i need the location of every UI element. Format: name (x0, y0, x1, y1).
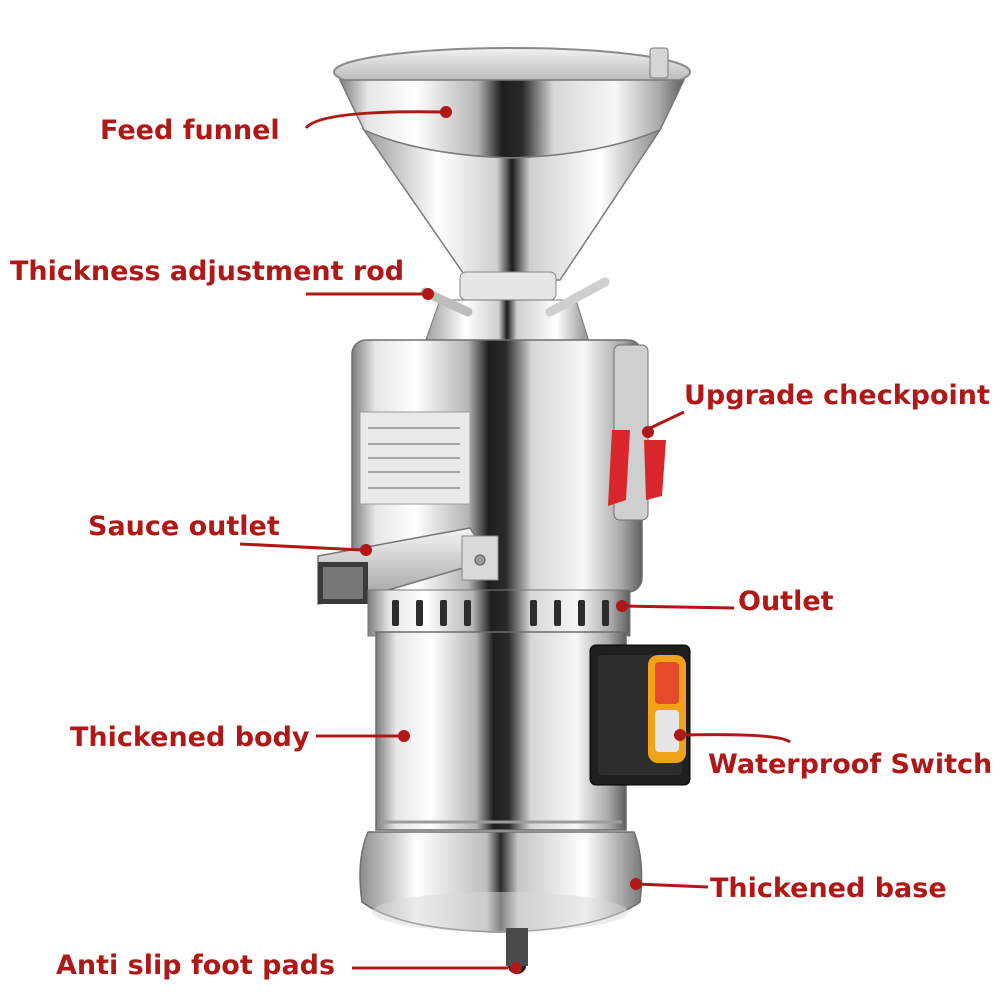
sauce-outlet-shape (317, 527, 499, 605)
dot-anti-slip (510, 962, 522, 974)
dot-feed-funnel (440, 106, 452, 118)
dot-thickened-body (398, 730, 410, 742)
leader-dots (360, 106, 686, 974)
lower-body-shape (375, 631, 627, 831)
dot-upgrade-checkpoint (642, 426, 654, 438)
waterproof-switch-shape (589, 644, 691, 786)
dot-thickened-base (630, 878, 642, 890)
label-sauce-outlet: Sauce outlet (88, 511, 280, 542)
label-upgrade-checkpoint: Upgrade checkpoint (684, 380, 990, 411)
leader-waterproof-switch (681, 733, 792, 744)
upper-housing-shape (351, 339, 666, 593)
leader-feed-funnel (304, 110, 443, 130)
leader-outlet (623, 604, 735, 610)
label-feed-funnel: Feed funnel (100, 115, 280, 146)
dot-thickness-rod (422, 288, 434, 300)
label-waterproof-switch: Waterproof Switch (708, 749, 993, 780)
label-outlet: Outlet (738, 586, 834, 617)
dot-sauce-outlet (360, 544, 372, 556)
label-thickened-body: Thickened body (70, 722, 310, 753)
leader-upgrade-checkpoint (645, 410, 685, 432)
label-thickness-adjustment-rod: Thickness adjustment rod (10, 256, 405, 287)
leader-lines (239, 110, 792, 970)
label-anti-slip-foot-pads: Anti slip foot pads (56, 950, 336, 981)
leader-thickened-base (635, 882, 709, 889)
dot-waterproof-switch (674, 729, 686, 741)
base-shape (359, 831, 643, 974)
vent-ring-shape (367, 589, 631, 637)
leader-sauce-outlet (239, 542, 363, 552)
dot-outlet (616, 600, 628, 612)
feed-funnel-shape (333, 47, 691, 281)
label-thickened-base: Thickened base (710, 873, 947, 904)
neck-shape (420, 271, 610, 346)
